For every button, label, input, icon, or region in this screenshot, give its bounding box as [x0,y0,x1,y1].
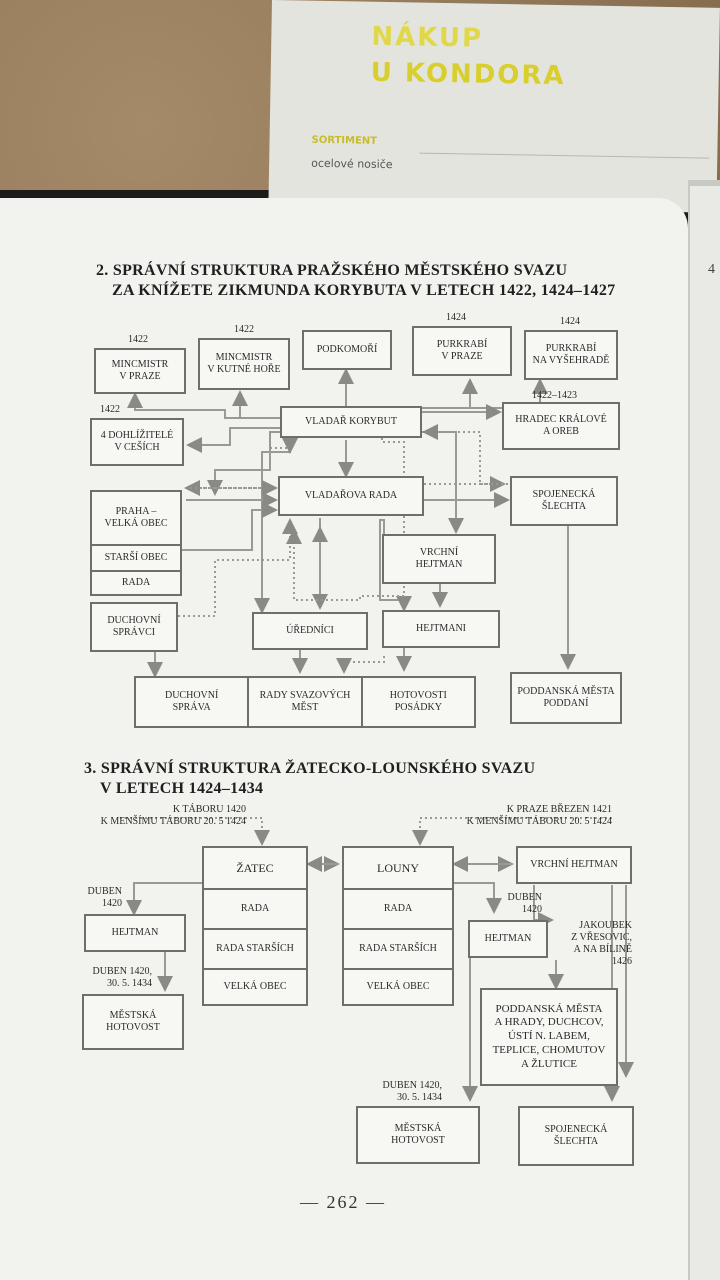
box-dohlizitele: 4 DOHLÍŽITELÉ V CEŠÍCH [90,418,184,466]
section3-title-line2: V LETECH 1424–1434 [100,780,264,797]
page-number: — 262 — [300,1192,386,1212]
box-purkrabi-praha: PURKRABÍ V PRAZE [412,326,512,376]
box-duchovni-spravci: DUCHOVNÍ SPRÁVCI [90,602,178,652]
year-purkrabi-praha: 1424 [446,312,466,323]
box-hejtman-left: HEJTMAN [84,914,186,952]
cell-zatec-velka-obec: VELKÁ OBEC [204,968,306,1004]
cell-praha-obec: PRAHA – VELKÁ OBEC [104,505,168,530]
section2-title-line1: 2. SPRÁVNÍ STRUKTURA PRAŽSKÉHO MĚSTSKÉHO… [96,262,568,279]
cell-louny: LOUNY [377,860,419,875]
section2-title-line2: ZA KNÍŽETE ZIKMUNDA KORYBUTA V LETECH 14… [112,282,616,299]
cell-hotovosti: HOTOVOSTI POSÁDKY [360,678,474,726]
box-poddanska-mesta-3: PODDANSKÁ MĚSTA A HRADY, DUCHCOV, ÚSTÍ N… [480,988,618,1086]
box-mincmistr-praha: MINCMISTR V PRAZE [94,348,186,394]
note-left: K TÁBORU 1420 K MENŠÍMU TÁBORU 20. 5 142… [100,804,246,827]
box-mestska-hotovost-left: MĚSTSKÁ HOTOVOST [82,994,184,1050]
right-page-fragment: 4 [708,262,715,277]
box-mincmistr-kutna: MINCMISTR V KUTNÉ HOŘE [198,338,290,390]
cell-duchovni-sprava: DUCHOVNÍ SPRÁVA [164,689,219,714]
section3-title-line1: 3. SPRÁVNÍ STRUKTURA ŽATECKO-LOUNSKÉHO S… [84,760,536,777]
cell-rady-svazovych: RADY SVAZOVÝCH MĚST [247,678,360,726]
date-duben-left: DUBEN 1420 [87,886,122,909]
year-mincmistr-kutna: 1422 [234,324,254,335]
cell-zatec-rada-starsich: RADA STARŠÍCH [204,928,306,968]
note-right: K PRAZE BŘEZEN 1421 K MENŠÍMU TÁBORU 20.… [466,804,612,827]
row-bottom-institutions: DUCHOVNÍ SPRÁVA RADY SVAZOVÝCH MĚST HOTO… [134,676,476,728]
box-spojenecka-slechta-3: SPOJENECKÁ ŠLECHTA [518,1106,634,1166]
date-right: DUBEN 1420, 30. 5. 1434 [382,1080,442,1103]
box-vladarova-rada: VLADAŘOVA RADA [278,476,424,516]
stack-louny: LOUNY RADA RADA STARŠÍCH VELKÁ OBEC [342,846,454,1006]
box-hradec-kralove: HRADEC KRÁLOVÉ A OREB [502,402,620,450]
cell-starsi-obec: STARŠÍ OBEC [92,544,180,570]
stack-zatec: ŽATEC RADA RADA STARŠÍCH VELKÁ OBEC [202,846,308,1006]
box-hejtman-right: HEJTMAN [468,920,548,958]
cell-zatec: ŽATEC [236,860,274,875]
box-urednici: ÚŘEDNÍCI [252,612,368,650]
right-page [690,186,720,1280]
year-dohlizitele: 1422 [100,404,120,415]
box-vrchni-hejtman-3: VRCHNÍ HEJTMAN [516,846,632,884]
box-spojenecka-slechta-2: SPOJENECKÁ ŠLECHTA [510,476,618,526]
year-hradec: 1422–1423 [532,390,577,401]
box-mestska-hotovost-right: MĚSTSKÁ HOTOVOST [356,1106,480,1164]
box-purkrabi-vysehrad: PURKRABÍ NA VYŠEHRADĚ [524,330,618,380]
box-hejtmani: HEJTMANI [382,610,500,648]
cell-zatec-rada: RADA [204,888,306,928]
cell-louny-rada: RADA [344,888,452,928]
stack-praha: PRAHA – VELKÁ OBEC STARŠÍ OBEC RADA [90,490,182,596]
year-purkrabi-vysehrad: 1424 [560,316,580,327]
date-left: DUBEN 1420, 30. 5. 1434 [92,966,152,989]
cell-louny-velka-obec: VELKÁ OBEC [344,968,452,1004]
box-poddanska-mesta-2: PODDANSKÁ MĚSTA PODDANÍ [510,672,622,724]
box-vladar-korybut: VLADAŘ KORYBUT [280,406,422,438]
cell-rada: RADA [92,570,180,594]
cell-louny-rada-starsich: RADA STARŠÍCH [344,928,452,968]
note-jakoubek: JAKOUBEK Z VŘESOVIC, A NA BÍLINĚ 1426 [571,920,632,967]
box-vrchni-hejtman-2: VRCHNÍ HEJTMAN [382,534,496,584]
date-duben-right: DUBEN 1420 [507,892,542,915]
year-mincmistr-praha: 1422 [128,334,148,345]
box-podkomori: PODKOMOŘÍ [302,330,392,370]
